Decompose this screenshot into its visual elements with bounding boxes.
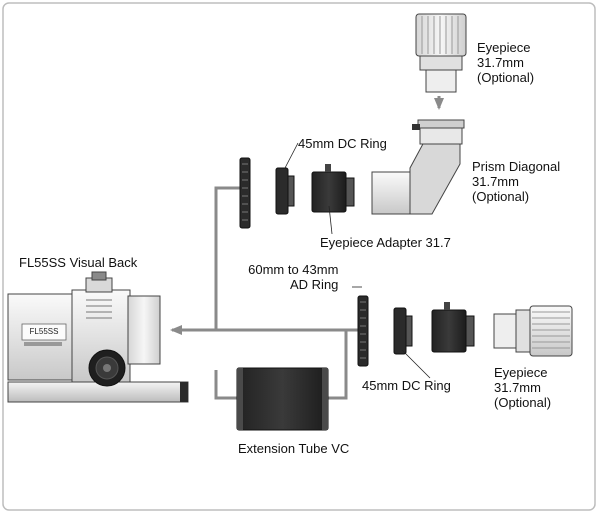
prism-diagonal [371, 119, 465, 215]
leader-lines [284, 142, 431, 379]
label-eyepiece-bottom: Eyepiece 31.7mm (Optional) [494, 365, 551, 410]
visual-back-telescope: FL55SS [7, 271, 189, 403]
mounting-rail [7, 381, 189, 403]
label-ad-ring: 60mm to 43mm AD Ring [246, 262, 338, 292]
connector-to-top-branch [214, 186, 240, 330]
connector-lines [170, 96, 444, 400]
label-extension-tube: Extension Tube VC [238, 441, 350, 456]
label-eyepiece-bottom-line1: Eyepiece [494, 365, 548, 380]
label-dc-ring-top: 45mm DC Ring [298, 136, 387, 151]
dc-ring-top [275, 167, 295, 215]
eyepiece-top [415, 13, 467, 93]
label-eyepiece-top-line2: 31.7mm [477, 55, 524, 70]
nameplate-subline [24, 342, 62, 346]
dc-ring-bottom [393, 307, 413, 355]
label-eyepiece-adapter: Eyepiece Adapter 31.7 [320, 235, 451, 250]
eyepiece-adapter-bottom [431, 302, 475, 353]
label-eyepiece-top-line3: (Optional) [477, 70, 535, 85]
label-visual-back: FL55SS Visual Back [19, 255, 138, 270]
ad-ring-top [239, 157, 251, 229]
connector-to-extension-tube [214, 370, 237, 400]
extension-tube [236, 367, 329, 431]
label-prism-diagonal-line1: Prism Diagonal [472, 159, 561, 174]
label-dc-ring-bottom: 45mm DC Ring [362, 378, 451, 393]
label-eyepiece-top-line1: Eyepiece [477, 40, 531, 55]
label-prism-diagonal-line2: 31.7mm [472, 174, 519, 189]
label-ad-ring-line1: 60mm to 43mm [248, 262, 339, 277]
visual-back-flange [127, 295, 161, 365]
clamp-screw-knob [91, 271, 107, 281]
rail-end-cap [180, 382, 188, 402]
label-ad-ring-line2: AD Ring [290, 277, 339, 292]
label-prism-diagonal-line3: (Optional) [472, 189, 530, 204]
eyepiece-adapter-top [311, 164, 355, 213]
figure-frame [2, 2, 596, 511]
label-eyepiece-bottom-line2: 31.7mm [494, 380, 541, 395]
label-prism-diagonal: Prism Diagonal 31.7mm (Optional) [472, 159, 560, 204]
label-eyepiece-bottom-line3: (Optional) [494, 395, 552, 410]
nameplate [21, 323, 67, 341]
eyepiece-bottom [493, 305, 573, 357]
label-eyepiece-top: Eyepiece 31.7mm (Optional) [477, 40, 534, 85]
connector-extension-to-ad-ring [328, 328, 358, 400]
ad-ring-bottom [357, 295, 369, 367]
nameplate-text: FL55SS [30, 327, 59, 336]
